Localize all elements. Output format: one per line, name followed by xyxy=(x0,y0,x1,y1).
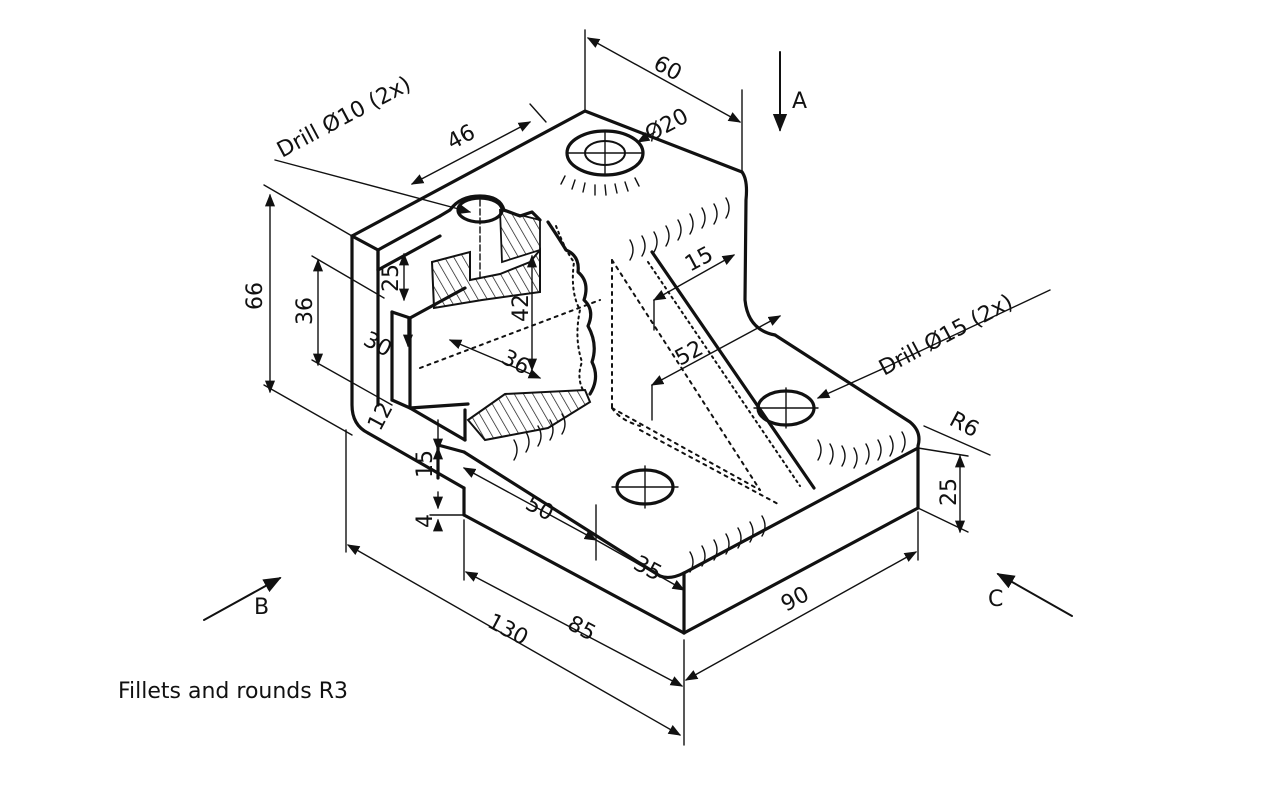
dim-15-left: 15 xyxy=(413,450,438,478)
view-label-b: B xyxy=(254,595,269,620)
dim-130: 130 xyxy=(483,609,532,651)
callout-drill-small: Drill Ø10 (2x) xyxy=(273,72,415,163)
dim-36-left: 36 xyxy=(293,297,318,325)
section-hatching xyxy=(430,208,592,442)
view-arrows xyxy=(203,51,1073,621)
part-outline xyxy=(350,109,921,635)
dim-42: 42 xyxy=(509,294,534,322)
counterbore-hole xyxy=(565,129,645,177)
dim-60: 60 xyxy=(649,51,685,86)
rib-edge-dotted xyxy=(647,261,801,487)
dim-66: 66 xyxy=(243,282,268,310)
view-arrow-b xyxy=(203,577,282,621)
dim-12: 12 xyxy=(363,398,398,434)
view-arrow-c xyxy=(996,573,1073,617)
dim-46: 46 xyxy=(443,120,479,155)
dim-25-right: 25 xyxy=(937,478,962,506)
holes xyxy=(456,129,819,509)
fillets-note: Fillets and rounds R3 xyxy=(118,679,348,704)
callout-counterbore: Ø20 xyxy=(641,104,693,147)
dim-4: 4 xyxy=(413,514,438,528)
dim-35: 35 xyxy=(629,551,665,586)
dim-50: 50 xyxy=(521,491,557,526)
break-edge xyxy=(546,220,598,396)
dim-15-rib: 15 xyxy=(681,242,717,277)
dimension-lines xyxy=(263,29,1051,746)
dim-30: 30 xyxy=(359,327,395,362)
view-label-c: C xyxy=(988,587,1003,612)
fillet-shading xyxy=(513,175,906,573)
dim-25-left: 25 xyxy=(379,264,404,292)
view-label-a: A xyxy=(792,89,807,114)
dim-36-inner: 36 xyxy=(497,345,533,380)
callout-drill-large: Drill Ø15 (2x) xyxy=(875,290,1017,381)
dim-85: 85 xyxy=(563,611,599,646)
